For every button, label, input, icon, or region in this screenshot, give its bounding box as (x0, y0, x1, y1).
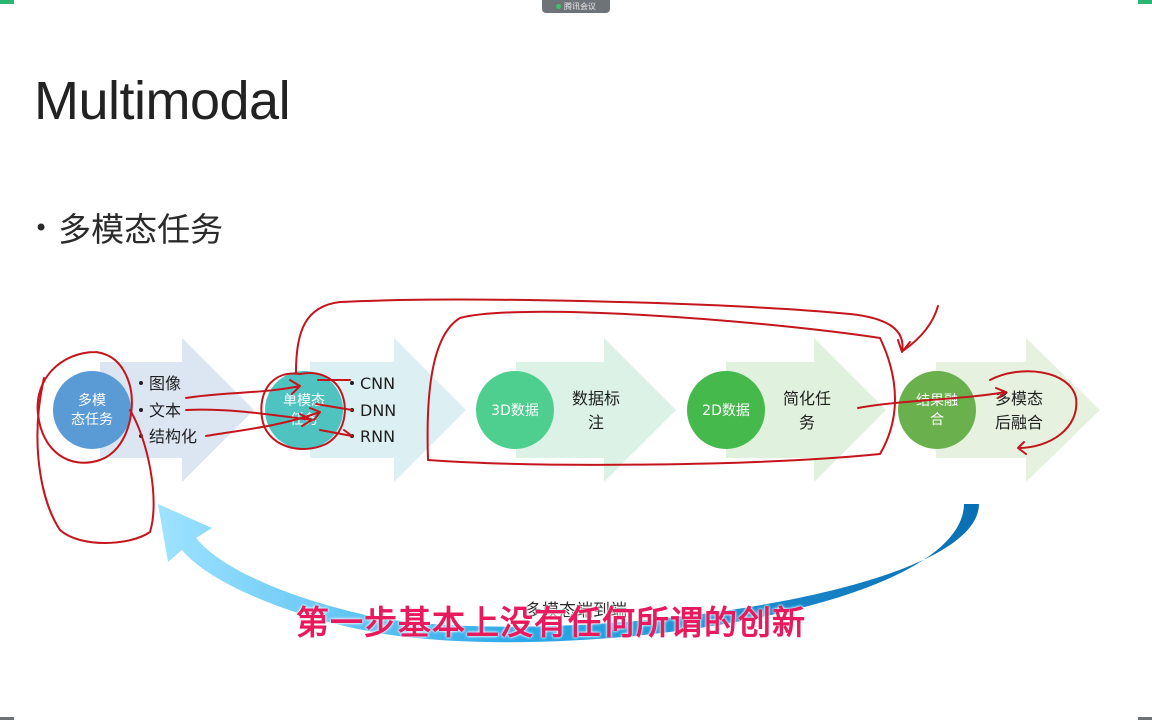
end-to-end-label: 多模态端到端 (525, 601, 627, 621)
model-item-dnn: DNN (360, 401, 396, 420)
stage-circle-2 (265, 371, 343, 449)
model-item-cnn: CNN (360, 374, 395, 393)
annotation-arrow-structured (205, 407, 321, 437)
bullet-point: • 多模态任务 (34, 203, 223, 251)
meeting-status-icon (556, 4, 561, 9)
stage-arrow-4 (726, 338, 886, 482)
annotation-arrows-to-models (315, 379, 353, 437)
annotation-tick-top (903, 305, 939, 351)
stage-4-text-line-2: 务 (799, 413, 815, 432)
stage-5-label-line-2: 合 (930, 412, 944, 428)
bullet-dot: • (34, 214, 49, 242)
stage-circle-1 (53, 371, 131, 449)
list-bullet (139, 408, 143, 412)
model-item-rnn: RNN (360, 427, 395, 446)
subtitle-caption: 第一步基本上没有任何所谓的创新 (296, 603, 806, 642)
stage-circle-4 (687, 371, 765, 449)
stage-arrow-3 (516, 338, 676, 482)
red-handwriting-annotations (36, 298, 1078, 544)
stage-1-label-line-1: 多模 (78, 392, 106, 409)
annotation-bracket-left (36, 377, 155, 544)
stage-2-label-line-1: 单模态 (283, 393, 325, 409)
annotation-arrow-fusion (857, 387, 1007, 409)
annotation-loop-stage-2 (260, 372, 346, 450)
bottom-corner-right (1138, 717, 1152, 720)
annotation-big-enclosure (426, 310, 896, 466)
stage-arrow-5 (936, 338, 1100, 482)
annotation-loop-stage-5 (989, 370, 1078, 455)
corner-mark-right (1138, 0, 1152, 4)
stage-circle-3 (476, 371, 554, 449)
stage-arrow-1 (100, 338, 254, 482)
modality-item-structured: 结构化 (149, 427, 197, 446)
stage-5-text-line-2: 后融合 (995, 413, 1043, 432)
stage-circle-5 (898, 371, 976, 449)
slide-title: Multimodal (34, 71, 291, 131)
list-bullet (350, 381, 354, 385)
bottom-corner-left (0, 717, 14, 720)
meeting-label: 腾讯会议 (564, 2, 596, 11)
corner-mark-left (0, 0, 14, 4)
list-bullet (139, 381, 143, 385)
meeting-indicator[interactable]: 腾讯会议 (542, 0, 610, 13)
annotation-loop-stage-1 (36, 351, 133, 464)
annotation-arrow-text (185, 408, 313, 427)
modality-item-text: 文本 (149, 401, 181, 420)
end-to-end-loop-arrow (158, 504, 979, 643)
annotation-arrow-image (185, 379, 301, 399)
modality-item-image: 图像 (149, 374, 181, 393)
stage-3-text-line-2: 注 (588, 413, 604, 432)
stage-5-text-line-1: 多模态 (995, 389, 1043, 408)
stage-3-text-line-1: 数据标 (572, 389, 620, 408)
stage-3-label: 3D数据 (491, 403, 539, 419)
bullet-text: 多模态任务 (58, 210, 224, 249)
stage-4-label: 2D数据 (702, 403, 750, 419)
stage-5-label-line-1: 结果融 (916, 393, 958, 409)
stage-1-label-line-2: 态任务 (71, 412, 113, 428)
stage-4-text-line-1: 简化任 (783, 389, 831, 408)
